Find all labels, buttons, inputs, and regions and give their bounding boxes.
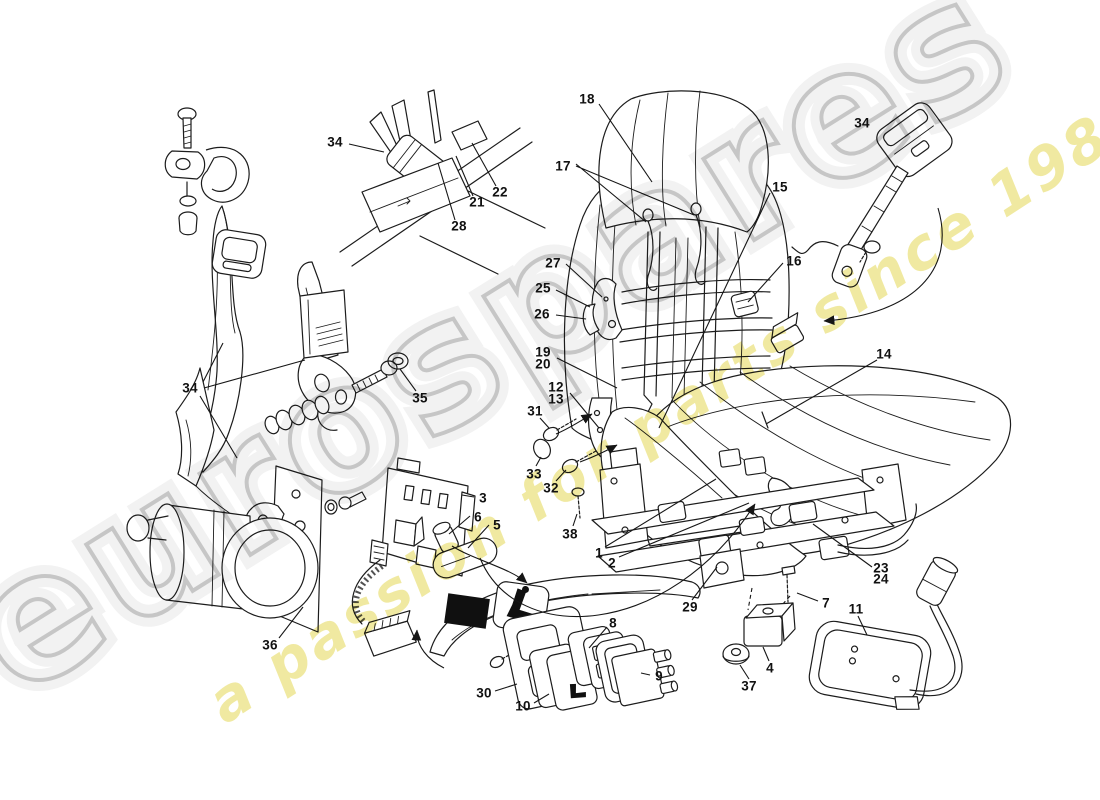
pointer-arrows — [411, 413, 756, 669]
switch-location-marker — [444, 593, 490, 629]
seatbelt-strap-assembly — [164, 107, 267, 473]
inertia-reel-bracket — [299, 89, 546, 359]
ecu-bracket-assembly — [351, 457, 498, 657]
switch-pack-assembly — [489, 606, 679, 711]
seat-slide-rails — [591, 447, 917, 615]
fasteners — [533, 418, 597, 519]
grommet — [722, 643, 750, 665]
belt-reel-motor-assembly — [126, 465, 367, 633]
leader-lines — [199, 103, 878, 704]
buckle-stalk-assembly — [770, 102, 953, 354]
seat-ecu-module — [808, 556, 963, 710]
mount-cube — [743, 602, 796, 647]
